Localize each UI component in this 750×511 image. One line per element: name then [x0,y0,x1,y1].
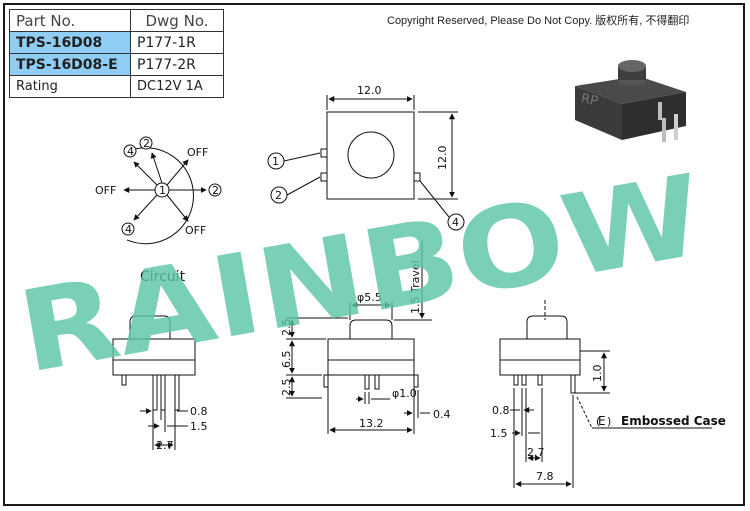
table-row: TPS-16D08-E P177-2R [9,53,224,76]
pin-4-label: 4 [452,216,459,229]
pin-4-circle [447,213,465,231]
front-dim-2-5-bot: 2.5 [280,379,293,397]
terminal-2-top-circle [139,136,153,150]
circuit-off-label: OFF [187,146,208,159]
table-row: Rating DC12V 1A [9,75,224,98]
top-width-dim: 12.0 [357,84,382,97]
top-height-dim: 12.0 [436,146,449,171]
left-dim-2-7: 2.7 [156,439,174,452]
terminal-4-top-circle [123,144,137,158]
circuit-terminal-1: 1 [159,184,166,197]
front-dim-2-5-top: 2.5 [280,319,293,337]
right-body [499,338,581,376]
product-mark: RP [580,91,600,109]
circuit-off-label: OFF [95,184,116,197]
right-dim-7-8: 7.8 [536,470,554,483]
copyright-notice: Copyright Reserved, Please Do Not Copy. … [387,15,690,27]
embossed-mark: E [598,414,606,428]
left-side-view [112,315,196,450]
right-dim-0-8: 0.8 [492,404,510,417]
table-row: TPS-16D08 P177-1R [9,31,224,54]
pin-diameter-dim: φ1.0 [392,387,417,400]
circuit-arc [126,147,194,245]
top-view [267,95,465,231]
terminal-2-circle [208,183,222,197]
rating-label: Rating [9,75,131,98]
dwg-no-cell: P177-1R [130,31,224,54]
circuit-terminal-4-bottom: 4 [125,223,132,236]
spec-table: Part No. Dwg No. TPS-16D08 P177-1R TPS-1… [9,9,224,98]
part-no-cell: TPS-16D08 [9,31,131,54]
circuit-terminal-2-top: 2 [143,137,150,150]
terminal-4-bottom-circle [121,222,135,236]
front-width-dim: 13.2 [359,417,384,430]
circuit-diagram [121,136,222,245]
embossed-case-label: Embossed Case [621,414,726,428]
circuit-title: Circuit [140,269,186,285]
right-dim-2-7: 2.7 [527,446,545,459]
right-dim-1-0: 1.0 [591,365,604,383]
travel-dim: 1.5 Travel [409,260,422,314]
front-dim-6-5: 6.5 [280,351,293,369]
front-view [286,240,432,434]
product-3d-view [575,60,686,142]
front-body [327,338,415,376]
right-dim-1-5: 1.5 [490,427,508,440]
embossed-paren-close: ) [607,415,611,428]
left-dim-0-8: 0.8 [190,405,208,418]
top-view-knob [347,131,395,179]
knob-diameter-dim: φ5.5 [357,291,382,304]
pin-1-label: 1 [272,155,279,168]
rating-value: DC12V 1A [130,75,224,98]
circuit-off-label: OFF [185,224,206,237]
dwg-no-cell: P177-2R [130,53,224,76]
front-dim-0-4: 0.4 [433,408,451,421]
circuit-terminal-2: 2 [212,184,219,197]
circuit-terminal-4-top: 4 [127,145,134,158]
pin-2-label: 2 [275,189,282,202]
left-dim-1-5: 1.5 [190,420,208,433]
top-view-body [326,111,415,200]
part-no-cell: TPS-16D08-E [9,53,131,76]
embossed-paren-open: ( [596,415,600,428]
right-side-view [499,300,712,488]
